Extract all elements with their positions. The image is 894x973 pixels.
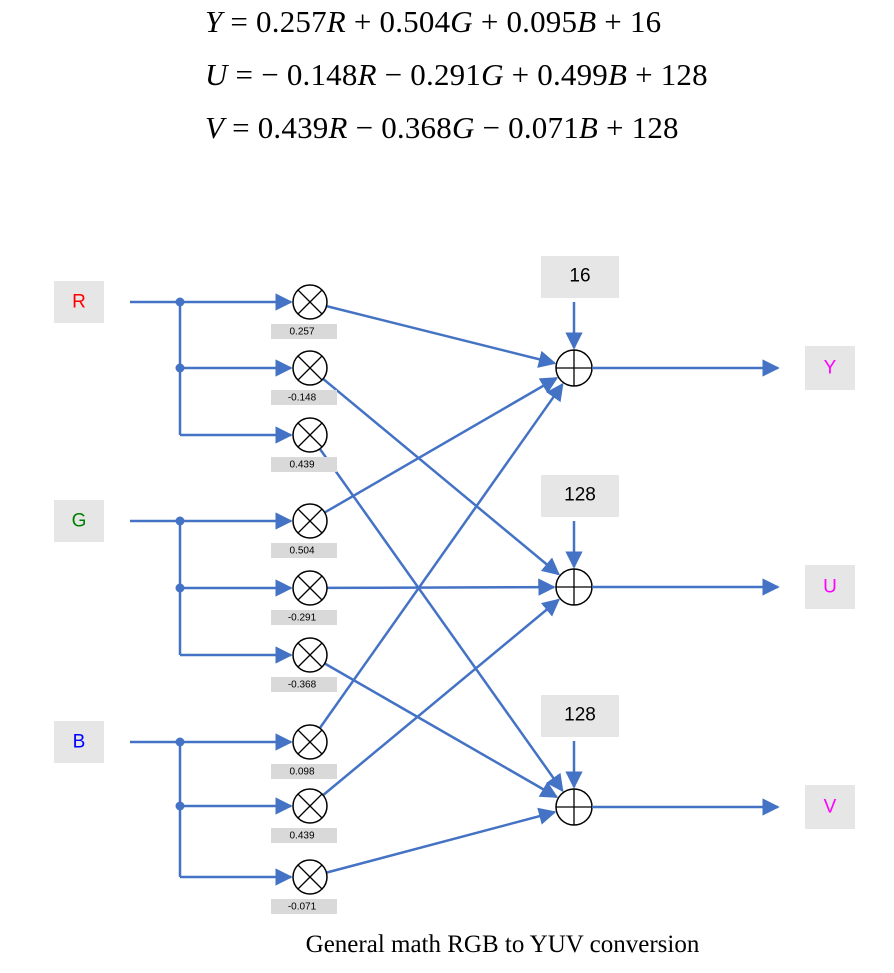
coef-to-sum-line (324, 662, 559, 799)
coef-to-sum-line (326, 807, 557, 874)
multiplier-cross (297, 864, 323, 890)
coefficient-label: -0.148 (288, 393, 317, 404)
coefficient-box (271, 764, 337, 779)
input-box-r (54, 281, 104, 323)
output-label-y: Y (824, 358, 837, 379)
coefficient-label: 0.257 (289, 327, 314, 338)
coef-to-sum-line (322, 377, 560, 576)
equation-u: U = − 0.148R − 0.291G + 0.499B + 128 (205, 57, 708, 92)
coef-to-sum-line (318, 382, 564, 729)
eq-y-c1: 0.257 (256, 4, 327, 39)
equation-v: V = 0.439R − 0.368G − 0.071B + 128 (205, 110, 679, 145)
coefficient-label: 0.098 (289, 767, 314, 778)
multiplier-cross (297, 793, 323, 819)
coefficient-box (271, 899, 337, 914)
multiplier-cross (297, 508, 323, 534)
junction-dot (175, 516, 185, 526)
junction-dot (175, 297, 185, 307)
coefficient-box (271, 610, 337, 625)
coef-to-sum-line (324, 376, 559, 514)
output-box-y (805, 346, 855, 390)
rgb-to-yuv-diagram: R G B 0.257 -0.148 0.439 0.504 -0.291 -0.368 0.09… (54, 256, 855, 914)
coefficient-label: -0.291 (288, 613, 317, 624)
coef-to-sum-line (326, 578, 556, 596)
coefficient-label: 0.439 (289, 460, 314, 471)
junction-dot (175, 583, 185, 593)
coefficient-box (271, 457, 337, 472)
input-box-g (54, 500, 104, 542)
offset-label: 128 (564, 485, 596, 506)
coefficient-label: 0.439 (289, 831, 314, 842)
coefficient-box (271, 677, 337, 692)
coefficient-label: -0.368 (288, 680, 317, 691)
eq-y-lhs: Y (205, 4, 223, 39)
figure-caption: General math RGB to YUV conversion (305, 931, 700, 958)
output-label-v: V (824, 797, 837, 818)
offset-label: 128 (564, 705, 596, 726)
coefficient-label: 0.504 (289, 546, 314, 557)
equation-y: Y = 0.257R + 0.504G + 0.095B + 16 (205, 4, 662, 39)
input-box-b (54, 721, 104, 763)
multiplier-cross (297, 355, 323, 381)
offset-box (541, 256, 619, 298)
coef-to-sum-line (318, 448, 564, 793)
coefficient-box (271, 324, 337, 339)
offset-label: 16 (569, 266, 590, 287)
input-label-r: R (72, 292, 86, 313)
multiplier-cross (297, 289, 323, 315)
multiplier-cross (297, 642, 323, 668)
output-box-u (805, 565, 855, 609)
eq-u-lhs: U (205, 57, 228, 92)
coefficient-box (271, 828, 337, 843)
multiplier-cross (297, 729, 323, 755)
coefficient-box (271, 390, 337, 405)
multiplier-cross (297, 422, 323, 448)
offset-box (541, 695, 619, 737)
eq-v-lhs: V (205, 110, 225, 145)
coef-to-sum-line (326, 304, 557, 368)
coef-to-sum-line (322, 598, 560, 797)
coefficient-label: -0.071 (288, 902, 317, 913)
output-label-u: U (823, 577, 837, 598)
multiplier-cross (297, 575, 323, 601)
input-label-b: B (73, 732, 86, 753)
offset-box (541, 475, 619, 517)
junction-dot (175, 363, 185, 373)
input-label-g: G (72, 511, 87, 532)
coefficient-box (271, 543, 337, 558)
output-box-v (805, 785, 855, 829)
junction-dot (175, 737, 185, 747)
junction-dot (175, 801, 185, 811)
